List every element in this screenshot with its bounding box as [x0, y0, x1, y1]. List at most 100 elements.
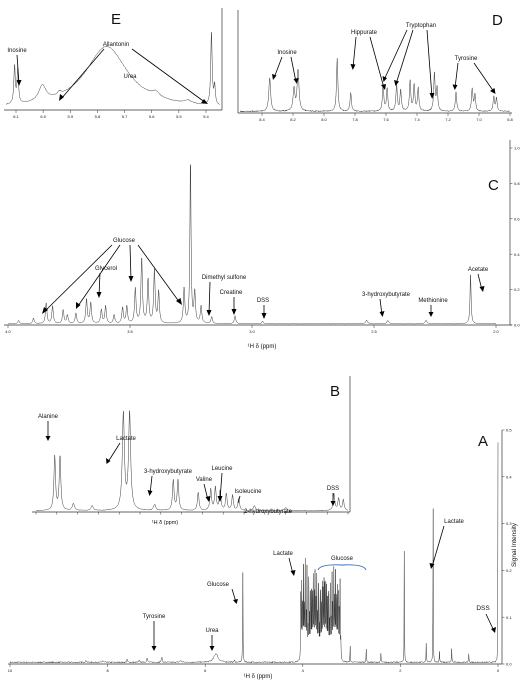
annotation-methionine: Methionine	[418, 298, 448, 304]
panel-a-y-tick-label: 0.0	[506, 662, 512, 667]
arrowhead-inosine-d-2	[293, 78, 299, 84]
panel-a-x-tick-label: 8	[106, 668, 109, 673]
arrowhead-tryptophan-3	[429, 93, 435, 99]
panel-a-y-tick-label: 0.4	[506, 474, 512, 479]
arrowhead-leucine	[217, 496, 223, 502]
panel-e-x-tick-label: 5.9	[68, 114, 74, 119]
panel-c-x-tick-label: 3.5	[127, 329, 133, 334]
annotation-dss-c: DSS	[257, 298, 269, 304]
arrowhead-allantonin-1	[59, 94, 64, 101]
panel-c-x-tick-label: 4.0	[5, 329, 11, 334]
arrowhead-dss-a	[491, 627, 496, 633]
annotation-leucine: Leucine	[211, 466, 233, 472]
panel-c-y-tick-label: 0.8	[514, 181, 520, 186]
arrow-tryptophan-3	[426, 29, 433, 98]
panel-c-letter: C	[488, 177, 499, 194]
panel-a-yaxis-label: Signal Intensity	[511, 522, 518, 567]
arrowhead-glucose-c-1	[42, 307, 48, 314]
arrowhead-creatine	[231, 309, 237, 315]
panel-d-x-tick-label: 7.8	[352, 117, 358, 122]
panel-a-x-tick-label: 2	[399, 668, 402, 673]
annotation-valine: Valine	[196, 477, 213, 483]
annotation-glucose-c: Glucose	[113, 238, 136, 244]
arrowhead-tyrosine-d-1	[452, 84, 458, 90]
arrowhead-inosine-e	[16, 80, 22, 86]
arrow-inosine-d-1	[273, 56, 283, 79]
panel-d-x-tick-label: 8.2	[290, 117, 296, 122]
arrowhead-lactate-b	[106, 458, 111, 464]
arrowhead-tryptophan-2	[382, 76, 387, 82]
arrow-dimethyl-sulfone	[208, 281, 211, 315]
panel-c-x-tick-label: 2.0	[493, 329, 499, 334]
annotation-lactate-a: Lactate	[273, 551, 293, 557]
arrow-tyrosine-d-2	[473, 62, 495, 93]
arrowhead-inosine-d-1	[272, 74, 277, 80]
arrow-tryptophan-1	[395, 29, 414, 85]
arrow-tyrosine-d-1	[454, 62, 459, 89]
panel-e-x-tick-label: 5.4	[203, 114, 209, 119]
arrowhead-dimethyl-sulfone	[206, 310, 212, 316]
panel-c-y-ticks: 0.00.20.40.60.81.0	[510, 146, 520, 328]
arrowhead-urea-a	[209, 646, 215, 651]
panel-d-letter: D	[492, 12, 503, 29]
annotation-creatine: Creatine	[220, 290, 243, 296]
arrow-isoleucine	[237, 495, 241, 504]
arrow-inosine-d-2	[290, 56, 297, 83]
annotation-dss-a: DSS	[476, 605, 490, 612]
panel-d-x-tick-label: 7.4	[414, 117, 420, 122]
glucose-bracket	[317, 564, 367, 571]
panel-c-y-tick-label: 0.4	[514, 252, 520, 257]
panel-d-x-tick-label: 8.0	[321, 117, 327, 122]
panel-d-x-tick-label: 7.2	[445, 117, 451, 122]
annotation-glycerol: Glycerol	[95, 266, 117, 272]
panel-c-y-tick-label: 1.0	[514, 146, 520, 151]
arrow-tryptophan-2	[383, 29, 408, 81]
arrowhead-glucose-a	[233, 599, 238, 604]
panel-a-x-tick-label: 4	[302, 668, 305, 673]
panel-e-x-tick-label: 6.0	[40, 114, 46, 119]
panel-e-x-tick-label: 5.8	[95, 114, 101, 119]
panel-a-xaxis-label: ¹H δ (ppm)	[244, 674, 273, 680]
arrowhead-lactate-right-a	[429, 563, 435, 569]
panel-e-spectrum	[5, 32, 221, 105]
arrow-allantonin-1	[60, 48, 105, 100]
annotation-urea-a: Urea	[205, 628, 219, 634]
panel-a-y-tick-label: 0.2	[506, 568, 512, 573]
arrow-hippurate-1	[352, 36, 357, 69]
panel-a-y-tick-label: 0.5	[506, 428, 512, 433]
annotation-urea-e: Urea	[123, 74, 137, 80]
annotation-3-hydroxybutyrate-c: 3-hydroxybutyrate	[362, 292, 411, 298]
panel-c-x-tick-label: 3.0	[249, 329, 255, 334]
arrow-lactate-right-a	[431, 525, 445, 568]
panel-b-background	[32, 370, 352, 515]
panel-d-spectrum	[239, 58, 511, 113]
panel-a-spectrum	[9, 442, 499, 664]
panel-a-y-ticks: 0.00.10.20.30.40.5	[502, 428, 512, 667]
annotation-2-hydroxybutyrate: 2-hydroxybutyrate	[244, 509, 293, 515]
panel-c-xaxis-label: ¹H δ (ppm)	[248, 344, 277, 350]
annotation-tyrosine-d: Tyrosine	[455, 56, 478, 62]
annotation-alanine: Alanine	[38, 414, 59, 420]
arrowhead-tyrosine-d-2	[490, 88, 496, 94]
panel-b-xaxis-label: ¹H δ (ppm)	[152, 520, 178, 526]
arrow-inosine-e	[16, 54, 20, 85]
arrowhead-valine	[205, 496, 211, 502]
panel-a-y-tick-label: 0.1	[506, 615, 512, 620]
annotation-hippurate: Hippurate	[351, 30, 378, 36]
arrowhead-lactate-a	[290, 570, 296, 576]
panel-b-x-ticks	[35, 512, 349, 515]
arrowhead-allantonin-2	[201, 99, 208, 104]
arrowhead-dss-b	[330, 501, 336, 506]
panel-e-x-tick-label: 5.5	[176, 114, 182, 119]
arrowhead-methionine	[428, 312, 434, 317]
arrow-hippurate-2	[369, 36, 385, 89]
panel-a-x-tick-label: 0	[497, 668, 500, 673]
